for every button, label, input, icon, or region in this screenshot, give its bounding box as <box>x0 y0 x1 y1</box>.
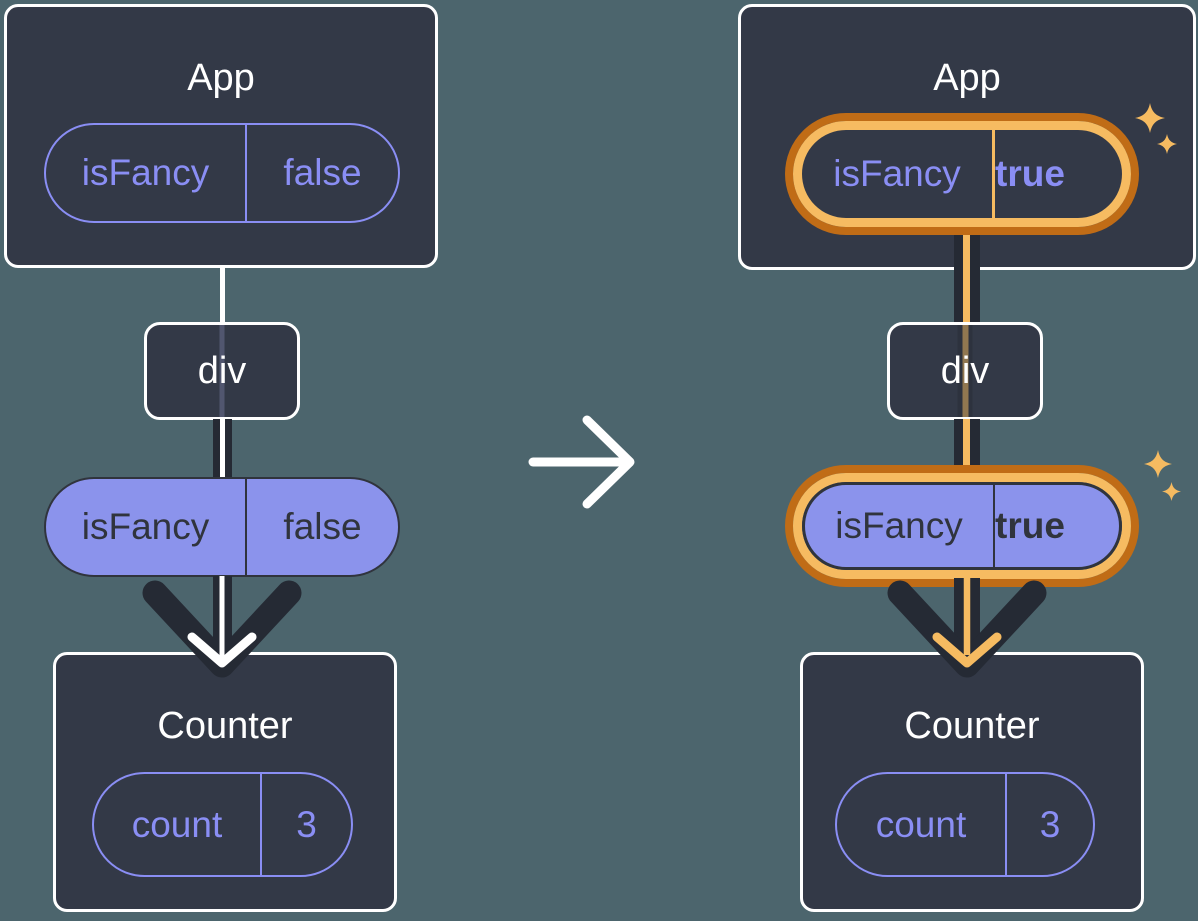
state-pill: count 3 <box>835 772 1095 877</box>
state-pill-key: count <box>837 774 1007 875</box>
counter-title: Counter <box>904 705 1040 747</box>
div-label: div <box>197 349 247 392</box>
updated-value-line <box>963 419 970 479</box>
transition-arrow-icon <box>528 415 635 509</box>
state-pill: count 3 <box>92 772 353 877</box>
div-node-card: div <box>887 322 1043 420</box>
prop-pill: isFancy false <box>44 477 400 577</box>
sparkle-icon <box>1135 103 1165 133</box>
prop-flow-line <box>212 419 232 479</box>
prop-arrow-icon <box>887 578 1046 678</box>
state-pill-key: count <box>94 774 262 875</box>
sparkle-icon <box>1162 482 1181 501</box>
state-pill-value: true <box>995 153 1065 194</box>
sparkle-icon <box>1157 134 1177 154</box>
prop-pill-value: false <box>283 506 362 547</box>
prop-flow-faint-line <box>957 325 973 417</box>
state-pill-key: isFancy <box>802 130 995 218</box>
state-pill-value: false <box>283 152 362 193</box>
state-pill-highlighted: isFancy true <box>793 121 1131 227</box>
prop-arrow-icon <box>142 576 302 678</box>
app-title: App <box>187 57 255 99</box>
updated-value-line <box>963 235 970 324</box>
prop-pill-highlighted: isFancy true <box>793 473 1131 579</box>
state-pill-value: 3 <box>1039 803 1061 845</box>
prop-flow-faint-line <box>219 325 225 417</box>
prop-pill-key: isFancy <box>805 485 995 567</box>
prop-pill-key: isFancy <box>46 479 247 575</box>
prop-flow-line <box>953 235 980 324</box>
prop-flow-line <box>953 419 980 479</box>
div-node-card: div <box>144 322 300 420</box>
div-label: div <box>940 349 990 392</box>
state-pill: isFancy false <box>44 123 400 223</box>
app-title: App <box>933 57 1001 99</box>
counter-title: Counter <box>157 705 293 747</box>
tree-edge <box>219 266 225 324</box>
prop-pill-value: true <box>995 505 1065 546</box>
state-pill-value: 3 <box>296 803 317 845</box>
sparkle-icon <box>1144 450 1172 478</box>
tree-edge <box>219 419 225 479</box>
state-pill-key: isFancy <box>46 125 247 221</box>
